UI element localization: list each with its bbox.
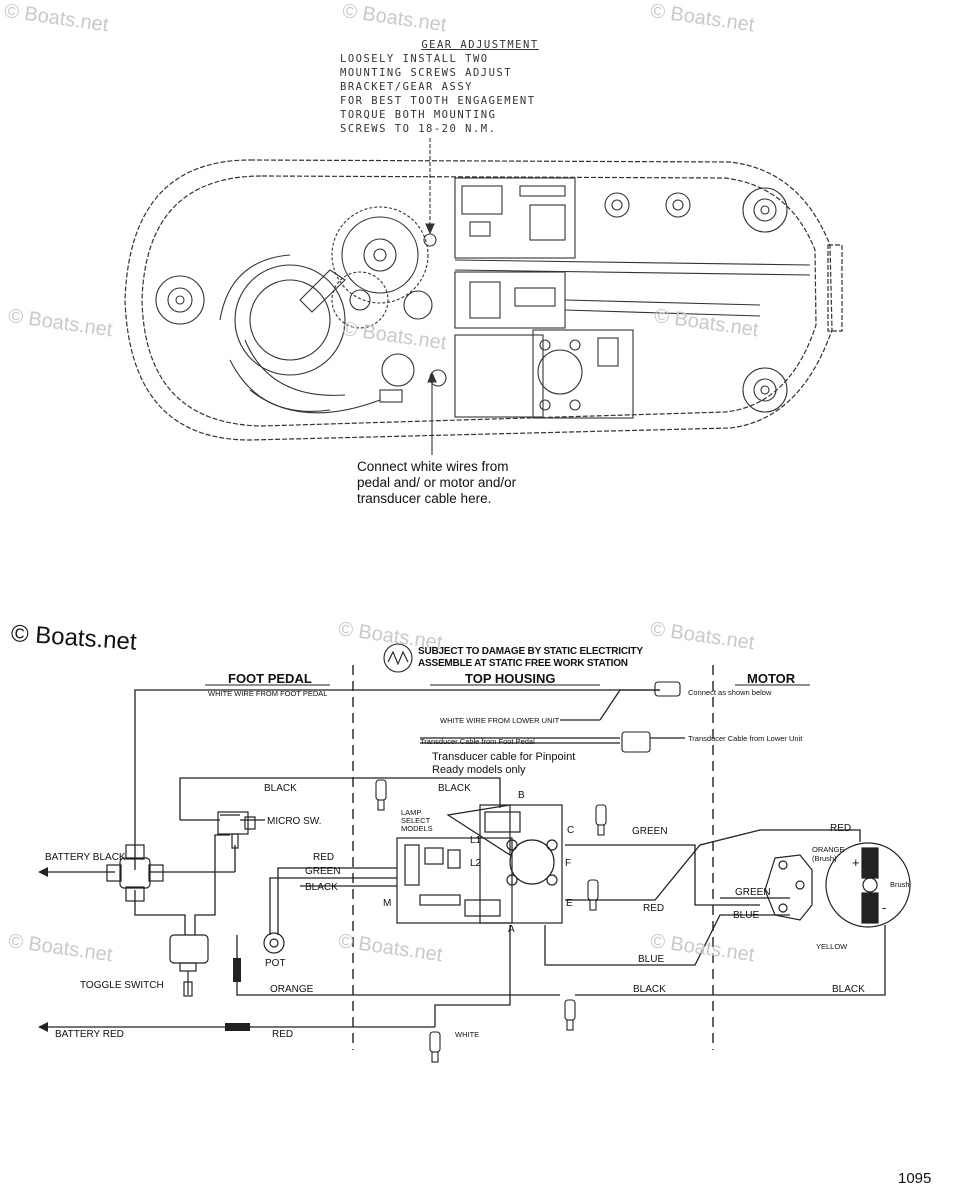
note-pinpoint-line-1: Transducer cable for Pinpoint (432, 751, 576, 763)
wire-label-green: GREEN (305, 866, 341, 877)
wire-label-red: RED (830, 823, 852, 834)
static-warning-line-1: SUBJECT TO DAMAGE BY STATIC ELECTRICITY (418, 646, 643, 657)
terminal-m: M (383, 898, 392, 909)
gear-adjustment-line: FOR BEST TOOTH ENGAGEMENT (340, 95, 536, 107)
note-connect-as-shown: Connect as shown below (688, 688, 772, 697)
motor-plus-label: + (852, 855, 860, 870)
bullet-connectors (375, 681, 681, 1063)
wire-label-green: GREEN (632, 826, 668, 837)
connect-note-line: transducer cable here. (357, 491, 492, 506)
gear-adjustment-line: SCREWS TO 18-20 N.M. (340, 123, 497, 135)
note-white-wire-lower-unit: WHITE WIRE FROM LOWER UNIT (440, 716, 560, 725)
wire-label-orange-brush: ORANGE (Brush) (812, 845, 845, 863)
section-dividers (352, 665, 714, 1050)
battery-red-fuse (225, 1023, 250, 1031)
wire-label-orange: ORANGE (270, 984, 314, 995)
wire-label-blue: BLUE (638, 954, 665, 965)
gear-note-arrow (425, 138, 435, 235)
terminal-e: E (566, 898, 573, 909)
junction-block (106, 844, 164, 902)
battery-arrows (38, 867, 48, 1032)
wire-label-red: RED (272, 1029, 294, 1040)
static-warning-line-2: ASSEMBLE AT STATIC FREE WORK STATION (418, 658, 628, 669)
motor-minus-label: - (882, 900, 887, 915)
note-pinpoint-line-2: Ready models only (432, 764, 526, 776)
gear-adjustment-title: GEAR ADJUSTMENT (421, 39, 539, 51)
wire-label-black: BLACK (264, 783, 297, 794)
section-motor: MOTOR (747, 671, 796, 686)
battery-black-label: BATTERY BLACK (45, 852, 126, 863)
wire-label-yellow: YELLOW (816, 942, 848, 951)
terminal-l1: L1 (470, 835, 482, 846)
mounting-holes (155, 187, 788, 413)
page-number: 1095 (898, 1170, 932, 1187)
connect-note-arrow (427, 371, 437, 455)
wire-label-black: BLACK (633, 984, 666, 995)
wire-label-white: WHITE (455, 1030, 480, 1039)
motor-schematic (764, 842, 911, 928)
terminal-b: B (518, 790, 525, 801)
lamp-select-line: MODELS (401, 824, 433, 833)
lamp-select-line: SELECT (401, 816, 431, 825)
gear-adjustment-line: BRACKET/GEAR ASSY (340, 81, 473, 93)
micro-switch (217, 811, 256, 849)
gear-adjustment-line: MOUNTING SCREWS ADJUST (340, 67, 513, 79)
terminal-l2: L2 (470, 858, 482, 869)
terminal-a: A (508, 924, 515, 935)
gear-adjustment-note: GEAR ADJUSTMENT LOOSELY INSTALL TWO MOUN… (340, 38, 600, 136)
connect-note-line: pedal and/ or motor and/or (357, 475, 517, 490)
note-white-wire-foot-pedal: WHITE WIRE FROM FOOT PEDAL (208, 689, 328, 698)
note-transducer-from-lower: Transducer Cable from Lower Unit (688, 734, 803, 743)
wire-label-black: BLACK (832, 984, 865, 995)
section-top-housing: TOP HOUSING (465, 671, 556, 686)
wire-label-red: RED (313, 852, 335, 863)
orange-fuse (233, 958, 241, 982)
connect-note-line: Connect white wires from (357, 459, 509, 474)
micro-switch-label: MICRO SW. (267, 816, 322, 827)
battery-red-label: BATTERY RED (55, 1029, 124, 1040)
pot-label: POT (265, 958, 286, 969)
gear-adjustment-line: TORQUE BOTH MOUNTING (340, 109, 497, 121)
connect-white-wires-note: Connect white wires from pedal and/ or m… (357, 459, 577, 507)
static-warning-symbol (383, 643, 413, 673)
gear-adjustment-line: LOOSELY INSTALL TWO (340, 53, 489, 65)
wire-label-black: BLACK (438, 783, 471, 794)
top-housing-outline (124, 159, 843, 441)
wire-label-black: BLACK (305, 882, 338, 893)
lamp-select-line: LAMP (401, 808, 422, 817)
wire-label-blue: BLUE (733, 910, 760, 921)
circuit-boards (454, 177, 811, 419)
note-transducer-from-pedal: Transducer Cable from Foot Pedal (420, 737, 535, 746)
brush-label: Brush (890, 880, 910, 889)
toggle-switch (169, 934, 209, 997)
terminal-c: C (567, 825, 575, 836)
terminal-f: F (565, 858, 572, 869)
gear-assembly (219, 206, 447, 414)
potentiometer (263, 932, 285, 954)
wire-label-green: GREEN (735, 887, 771, 898)
wire-label-red: RED (643, 903, 665, 914)
control-board (396, 804, 563, 924)
wires (40, 689, 886, 1028)
section-foot-pedal: FOOT PEDAL (228, 671, 312, 686)
toggle-switch-label: TOGGLE SWITCH (80, 980, 164, 991)
